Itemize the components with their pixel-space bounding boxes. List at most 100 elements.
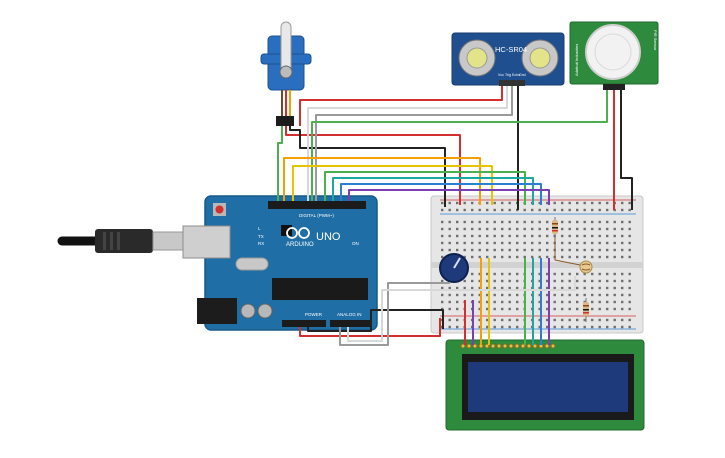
breadboard-hole[interactable]: [478, 227, 481, 231]
breadboard-hole[interactable]: [613, 220, 616, 224]
breadboard-hole[interactable]: [501, 307, 504, 311]
breadboard-hole[interactable]: [613, 307, 616, 311]
breadboard-hole[interactable]: [456, 208, 459, 212]
breadboard-hole[interactable]: [441, 220, 444, 224]
breadboard-hole[interactable]: [583, 325, 586, 329]
breadboard-hole[interactable]: [606, 227, 609, 231]
breadboard-hole[interactable]: [628, 220, 631, 224]
breadboard-hole[interactable]: [628, 307, 631, 311]
breadboard-hole[interactable]: [486, 220, 489, 224]
breadboard-hole[interactable]: [463, 241, 466, 245]
breadboard-hole[interactable]: [508, 227, 511, 231]
breadboard-hole[interactable]: [613, 286, 616, 290]
breadboard-hole[interactable]: [508, 325, 511, 329]
breadboard-hole[interactable]: [463, 220, 466, 224]
breadboard-hole[interactable]: [561, 318, 564, 322]
breadboard-hole[interactable]: [471, 255, 474, 259]
breadboard-hole[interactable]: [486, 307, 489, 311]
breadboard-hole[interactable]: [478, 300, 481, 304]
breadboard-hole[interactable]: [606, 255, 609, 259]
breadboard-hole[interactable]: [606, 325, 609, 329]
breadboard-hole[interactable]: [463, 293, 466, 297]
breadboard-hole[interactable]: [448, 220, 451, 224]
breadboard-hole[interactable]: [621, 325, 624, 329]
breadboard-hole[interactable]: [606, 300, 609, 304]
breadboard-hole[interactable]: [448, 201, 451, 205]
breadboard-hole[interactable]: [463, 227, 466, 231]
breadboard-hole[interactable]: [553, 272, 556, 276]
breadboard-hole[interactable]: [471, 234, 474, 238]
breadboard-hole[interactable]: [621, 307, 624, 311]
breadboard-hole[interactable]: [538, 307, 541, 311]
breadboard-hole[interactable]: [598, 307, 601, 311]
breadboard-hole[interactable]: [493, 234, 496, 238]
resistor-1[interactable]: [552, 217, 558, 237]
breadboard-hole[interactable]: [486, 286, 489, 290]
breadboard-hole[interactable]: [591, 272, 594, 276]
breadboard-hole[interactable]: [441, 201, 444, 205]
breadboard-hole[interactable]: [561, 201, 564, 205]
breadboard-hole[interactable]: [561, 279, 564, 283]
breadboard-hole[interactable]: [606, 234, 609, 238]
breadboard[interactable]: [430, 195, 644, 334]
breadboard-hole[interactable]: [486, 293, 489, 297]
breadboard-hole[interactable]: [576, 272, 579, 276]
breadboard-hole[interactable]: [441, 248, 444, 252]
breadboard-hole[interactable]: [553, 325, 556, 329]
breadboard-hole[interactable]: [448, 286, 451, 290]
breadboard-hole[interactable]: [523, 220, 526, 224]
breadboard-hole[interactable]: [591, 227, 594, 231]
breadboard-hole[interactable]: [613, 248, 616, 252]
breadboard-hole[interactable]: [501, 248, 504, 252]
breadboard-hole[interactable]: [621, 248, 624, 252]
breadboard-hole[interactable]: [561, 300, 564, 304]
breadboard-hole[interactable]: [576, 241, 579, 245]
breadboard-hole[interactable]: [591, 293, 594, 297]
breadboard-hole[interactable]: [516, 248, 519, 252]
breadboard-hole[interactable]: [478, 293, 481, 297]
breadboard-hole[interactable]: [448, 318, 451, 322]
breadboard-hole[interactable]: [628, 272, 631, 276]
breadboard-hole[interactable]: [583, 248, 586, 252]
lcd-pin[interactable]: [502, 343, 508, 349]
breadboard-hole[interactable]: [576, 300, 579, 304]
breadboard-hole[interactable]: [456, 307, 459, 311]
breadboard-hole[interactable]: [456, 286, 459, 290]
breadboard-hole[interactable]: [448, 234, 451, 238]
breadboard-hole[interactable]: [628, 201, 631, 205]
breadboard-hole[interactable]: [471, 248, 474, 252]
breadboard-hole[interactable]: [516, 318, 519, 322]
breadboard-hole[interactable]: [576, 234, 579, 238]
breadboard-hole[interactable]: [471, 201, 474, 205]
breadboard-hole[interactable]: [576, 227, 579, 231]
breadboard-hole[interactable]: [561, 234, 564, 238]
breadboard-hole[interactable]: [568, 286, 571, 290]
breadboard-hole[interactable]: [516, 286, 519, 290]
breadboard-hole[interactable]: [456, 300, 459, 304]
breadboard-hole[interactable]: [471, 220, 474, 224]
breadboard-hole[interactable]: [493, 293, 496, 297]
breadboard-hole[interactable]: [621, 234, 624, 238]
breadboard-hole[interactable]: [441, 241, 444, 245]
breadboard-hole[interactable]: [486, 248, 489, 252]
lcd-pin[interactable]: [550, 343, 556, 349]
breadboard-hole[interactable]: [553, 318, 556, 322]
wires[interactable]: [277, 86, 633, 346]
breadboard-hole[interactable]: [598, 325, 601, 329]
breadboard-hole[interactable]: [493, 241, 496, 245]
breadboard-hole[interactable]: [531, 208, 534, 212]
photoresistor[interactable]: [579, 260, 593, 274]
breadboard-hole[interactable]: [516, 234, 519, 238]
breadboard-hole[interactable]: [546, 201, 549, 205]
breadboard-hole[interactable]: [486, 300, 489, 304]
breadboard-hole[interactable]: [478, 307, 481, 311]
breadboard-hole[interactable]: [553, 279, 556, 283]
breadboard-hole[interactable]: [606, 241, 609, 245]
breadboard-hole[interactable]: [508, 220, 511, 224]
breadboard-hole[interactable]: [516, 293, 519, 297]
breadboard-hole[interactable]: [508, 272, 511, 276]
breadboard-hole[interactable]: [538, 201, 541, 205]
breadboard-hole[interactable]: [448, 300, 451, 304]
breadboard-hole[interactable]: [621, 255, 624, 259]
breadboard-hole[interactable]: [628, 300, 631, 304]
